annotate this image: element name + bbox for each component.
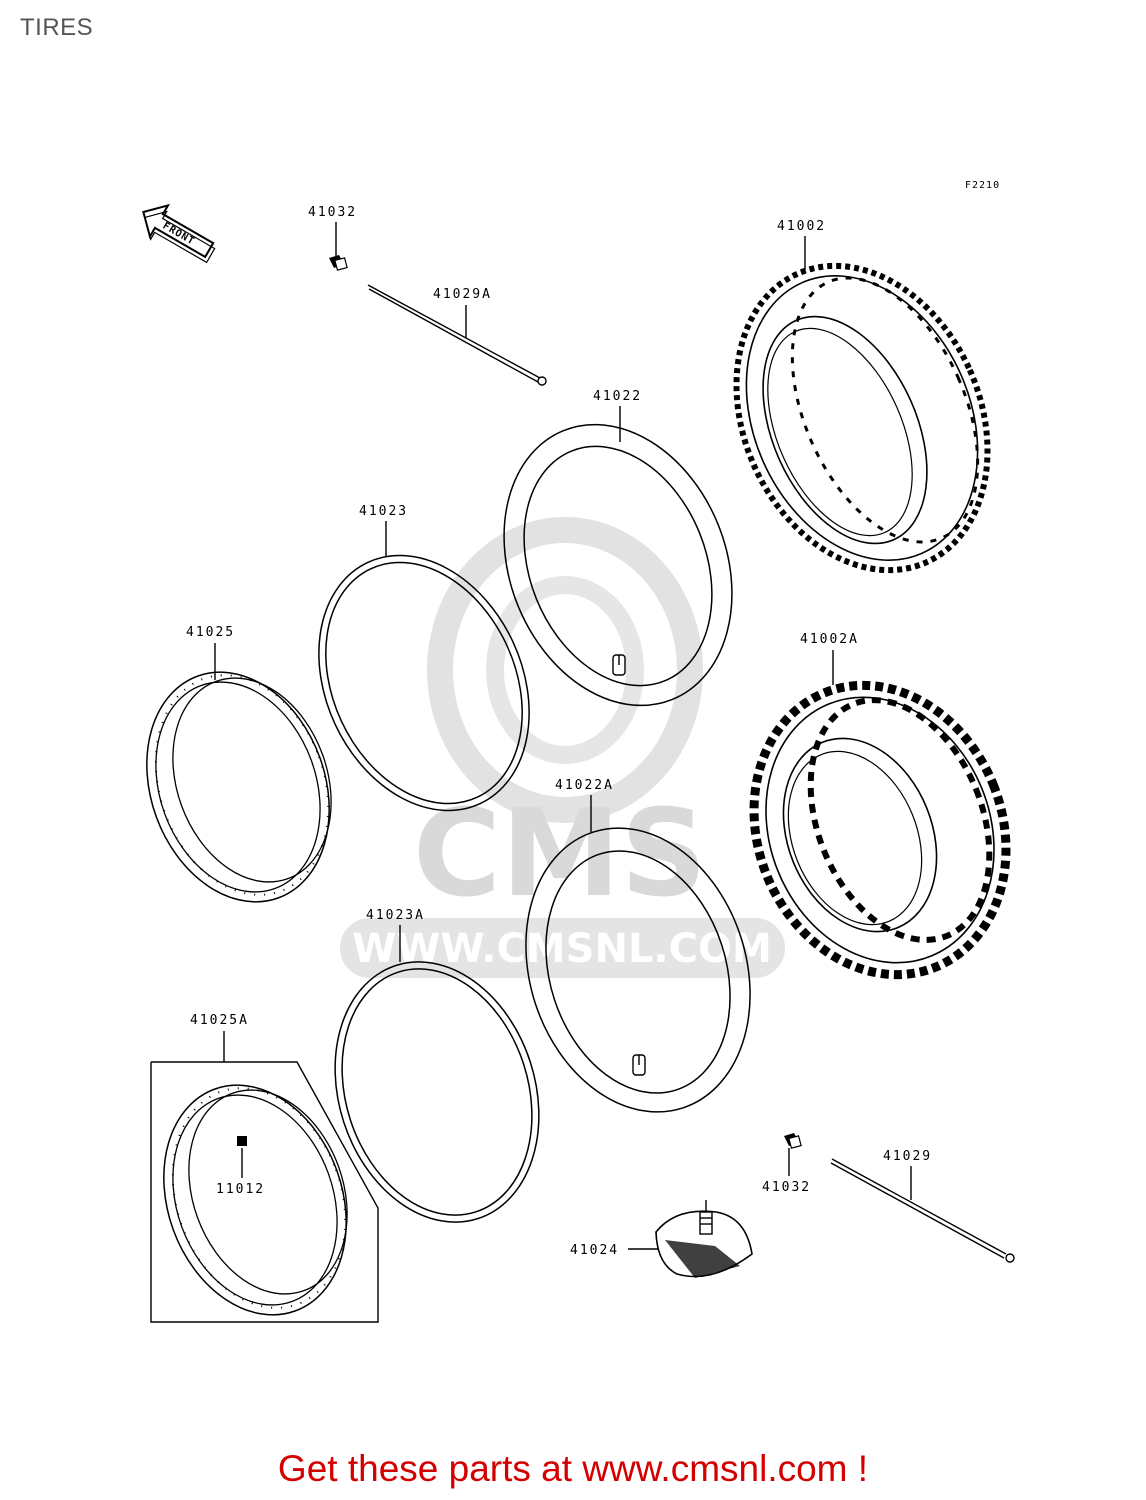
part-41022-tube: 41022 (503, 389, 733, 707)
part-41023-rim-band: 41023 (318, 504, 530, 812)
svg-text:41022: 41022 (593, 389, 642, 404)
front-arrow-icon: FRONT (142, 203, 216, 264)
part-41025-rim: 41025 (146, 625, 332, 903)
svg-text:41024: 41024 (570, 1243, 619, 1258)
svg-text:41032: 41032 (762, 1180, 811, 1195)
svg-text:41032: 41032 (308, 205, 357, 220)
svg-text:41025A: 41025A (190, 1013, 249, 1028)
part-41025a-rim: 41025A 11012 (150, 1013, 379, 1323)
svg-text:41029: 41029 (883, 1149, 932, 1164)
part-41023a-rim-band: 41023A (334, 908, 540, 1223)
watermark: CMS WWW.CMSNL.COM (340, 517, 785, 978)
svg-text:41002A: 41002A (800, 632, 859, 647)
part-41029a: 41029A (367, 284, 547, 386)
footer-promo[interactable]: Get these parts at www.cmsnl.com ! (277, 1448, 869, 1489)
part-41029: 41029 (830, 1149, 1015, 1263)
watermark-brand: CMS (413, 785, 707, 924)
svg-text:41023: 41023 (359, 504, 408, 519)
page-title: TIRES (20, 14, 94, 41)
part-41024-rim-lock: 41024 (570, 1200, 753, 1278)
part-11012-label: 11012 (216, 1182, 265, 1197)
part-41002a-rear-tire: 41002A (749, 632, 1011, 980)
part-41002-front-tire: 41002 (733, 219, 991, 574)
part-41022a-tube: 41022A (525, 778, 751, 1113)
svg-text:41025: 41025 (186, 625, 235, 640)
part-41032-bottom: 41032 (762, 1133, 811, 1195)
watermark-url: WWW.CMSNL.COM (352, 926, 772, 972)
part-41032-top: 41032 (308, 205, 357, 271)
figure-code: F2210 (965, 180, 1000, 191)
svg-text:41023A: 41023A (366, 908, 425, 923)
svg-text:41022A: 41022A (555, 778, 614, 793)
svg-text:41029A: 41029A (433, 287, 492, 302)
svg-text:41002: 41002 (777, 219, 826, 234)
